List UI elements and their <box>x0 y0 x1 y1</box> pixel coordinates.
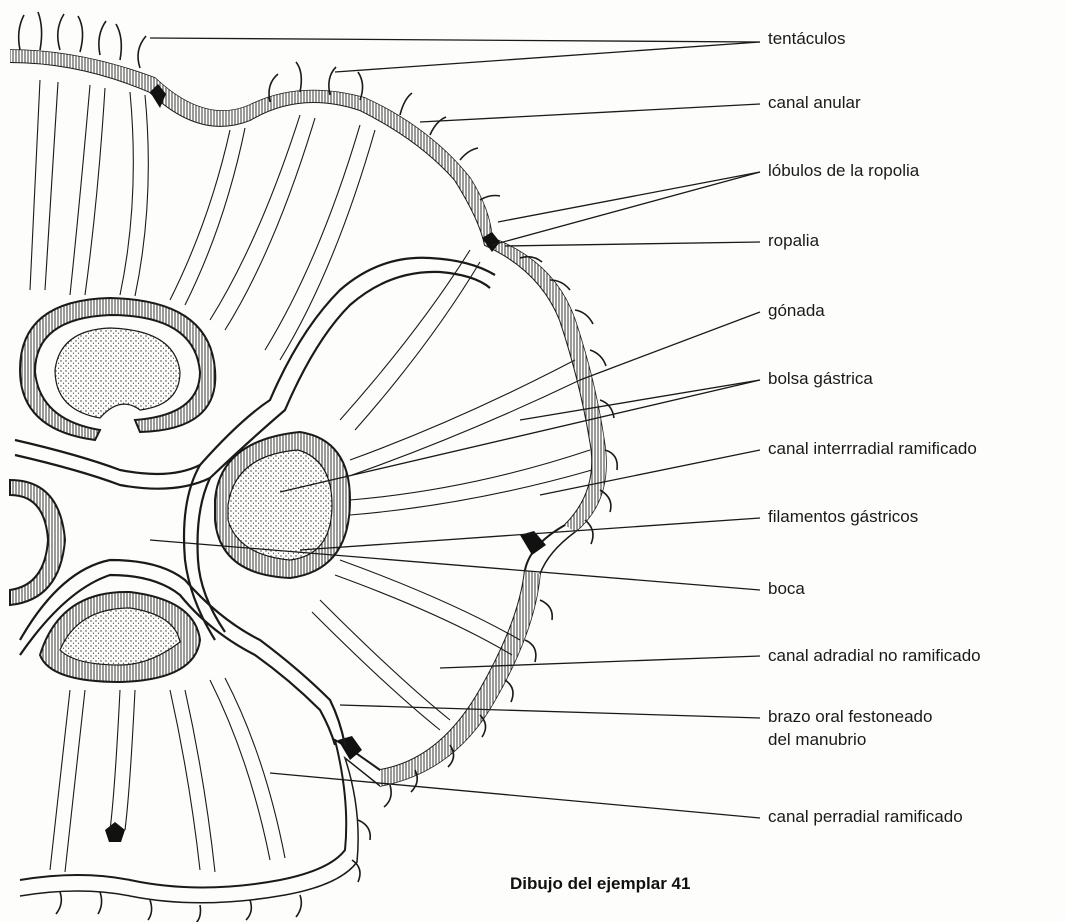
label-lobulos-ropolia: lóbulos de la ropolia <box>768 160 919 182</box>
label-tentaculos: tentáculos <box>768 28 846 50</box>
label-ropalia: ropalia <box>768 230 819 252</box>
gastric-pouch-left <box>10 480 65 605</box>
figure-caption: Dibujo del ejemplar 41 <box>510 874 690 894</box>
label-filamentos-gastricos: filamentos gástricos <box>768 506 918 528</box>
label-boca: boca <box>768 578 805 600</box>
label-bolsa-gastrica: bolsa gástrica <box>768 368 873 390</box>
label-brazo-oral-line2: del manubrio <box>768 729 866 751</box>
label-brazo-oral-line1: brazo oral festoneado <box>768 706 932 728</box>
label-canal-interrradial: canal interrradial ramificado <box>768 438 977 460</box>
gastric-pouch-lower <box>40 592 200 682</box>
gastric-pouch-upper <box>20 298 215 440</box>
label-canal-anular: canal anular <box>768 92 861 114</box>
leader-lines <box>150 38 760 818</box>
label-canal-adradial: canal adradial no ramificado <box>768 645 981 667</box>
label-canal-perradial: canal perradial ramificado <box>768 806 963 828</box>
label-gonada: gónada <box>768 300 825 322</box>
